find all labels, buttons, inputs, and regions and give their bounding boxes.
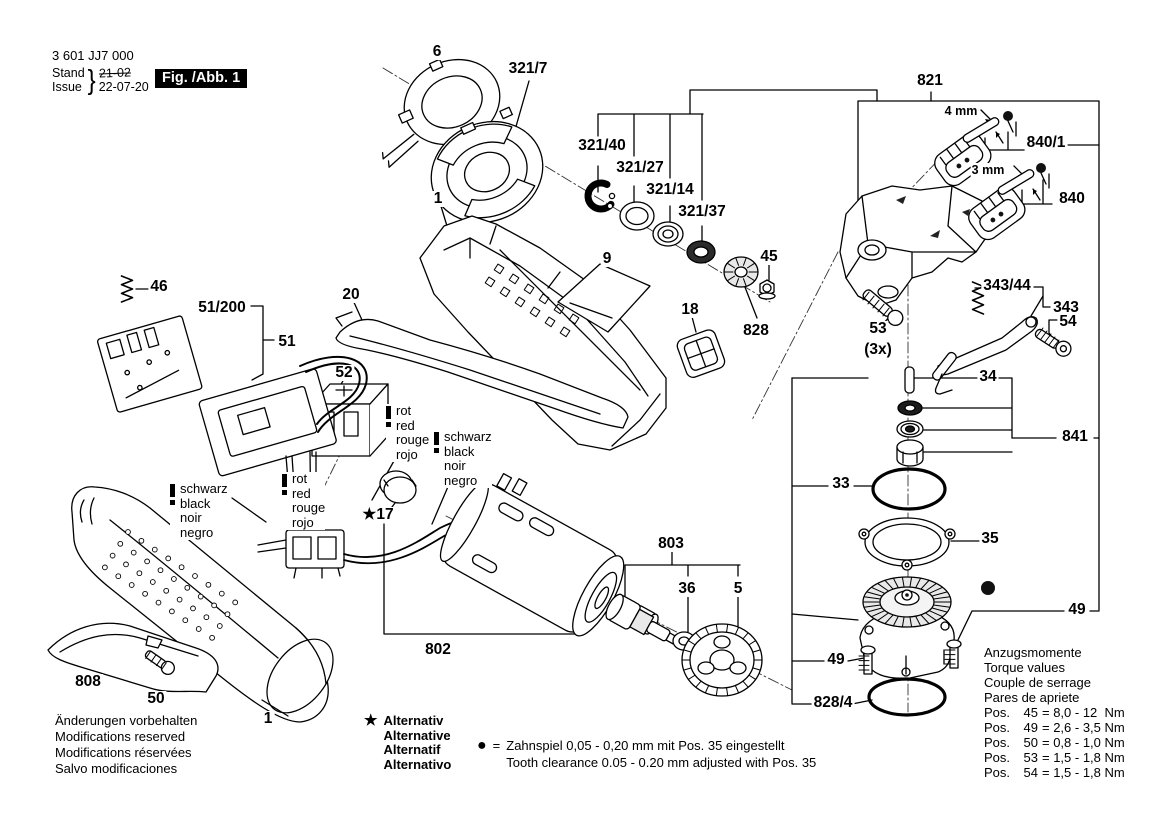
modifications-line: Änderungen vorbehalten (55, 713, 198, 728)
part-oring-33 (871, 467, 947, 511)
part-plate-51 (198, 355, 368, 531)
part-crown-gear-assembly (859, 576, 955, 679)
part-ring-321-27 (619, 201, 655, 231)
part-shaft-803 (605, 593, 678, 645)
modifications-line: Modifications reserved (55, 729, 186, 744)
torque-row: Pos.45= 8,0 - 12 Nm (984, 705, 1125, 720)
part-connector-block (257, 519, 473, 579)
part-bearing-cover-321-7 (430, 120, 544, 224)
part-lever-20 (335, 311, 629, 429)
part-plate-51-200 (97, 315, 203, 413)
part-pin-3mm (997, 163, 1050, 195)
title-block: 3 601 JJ7 000 Stand Issue } 21-02 22-07-… (52, 48, 149, 94)
part-button-18 (676, 329, 726, 378)
tooth-clearance-line: Tooth clearance 0.05 - 0.20 mm adjusted … (506, 754, 817, 770)
tooth-clearance-dot-marker (981, 581, 995, 595)
part-oring-828-4 (867, 677, 947, 717)
star-icon: ★ (364, 712, 378, 729)
part-grip-808 (47, 622, 219, 693)
torque-row: Pos.54= 1,5 - 1,8 Nm (984, 765, 1125, 780)
part-motor-802 (439, 472, 659, 637)
part-bearing-34 (896, 420, 924, 438)
part-sticker-9 (557, 263, 651, 333)
part-lever-343 (931, 316, 1038, 395)
part-pin-34 (904, 366, 915, 394)
old-date: 21-02 (98, 65, 131, 81)
tooth-clearance-line: Zahnspiel 0,05 - 0,20 mm mit Pos. 35 ein… (506, 738, 785, 753)
part-gearbox-housing-821 (839, 185, 991, 307)
part-nut-45 (758, 279, 776, 300)
torque-row: Pos.50= 0,8 - 1,0 Nm (984, 735, 1125, 750)
part-ring-17 (379, 470, 417, 504)
part-screw-49-right (944, 639, 962, 669)
part-screw-49-left (858, 645, 876, 675)
stand-label: Stand (52, 66, 85, 80)
figure-badge: Fig. /Abb. 1 (155, 69, 248, 88)
part-circlip-321-40 (584, 179, 618, 213)
part-spring-343-44 (971, 281, 985, 315)
part-screw-50 (144, 650, 175, 676)
part-washer-36 (672, 631, 696, 651)
part-seal-34 (897, 400, 923, 416)
part-sleeve-34 (896, 439, 924, 467)
brace-glyph: } (87, 64, 96, 97)
alternative-line: Alternatif (383, 742, 441, 757)
issue-date: 22-07-20 (98, 79, 149, 94)
modifications-line: Salvo modificaciones (55, 761, 178, 776)
torque-title-line: Anzugsmomente (984, 645, 1082, 660)
torque-title-line: Pares de apriete (984, 690, 1080, 705)
equals-sign: = (492, 738, 501, 753)
part-knob-840-1 (934, 132, 992, 187)
part-clamp-ring-6 (381, 58, 513, 168)
alternative-line: Alternativo (383, 756, 452, 772)
part-bevel-gear-828 (723, 256, 759, 288)
torque-title-line: Torque values (984, 660, 1065, 675)
part-pin-4mm (962, 111, 1017, 143)
part-number: 3 601 JJ7 000 (52, 48, 134, 63)
part-handle-housing-1 (71, 486, 334, 723)
part-seal-321-37 (686, 240, 716, 264)
torque-title-line: Couple de serrage (984, 675, 1091, 690)
part-bearing-321-14 (652, 221, 684, 247)
part-gasket-35 (858, 517, 956, 571)
part-motor-housing-1 (419, 215, 667, 451)
torque-row: Pos.49= 2,6 - 3,5 Nm (984, 720, 1125, 735)
modifications-line: Modifications réservées (55, 745, 192, 760)
torque-row: Pos.53= 1,5 - 1,8 Nm (984, 750, 1125, 765)
alternative-line: Alternative (383, 727, 451, 743)
issue-label: Issue (52, 79, 82, 94)
part-spring-46 (120, 275, 134, 303)
alternative-line: Alternativ (383, 713, 444, 728)
part-gear-5 (681, 623, 763, 697)
part-screw-53 (862, 289, 904, 327)
part-knob-840 (968, 186, 1026, 241)
part-screw-54 (1034, 327, 1072, 357)
tooth-clearance-legend: ● = Zahnspiel 0,05 - 0,20 mm mit Pos. 35… (477, 738, 816, 771)
dot-icon: ● (477, 737, 487, 754)
